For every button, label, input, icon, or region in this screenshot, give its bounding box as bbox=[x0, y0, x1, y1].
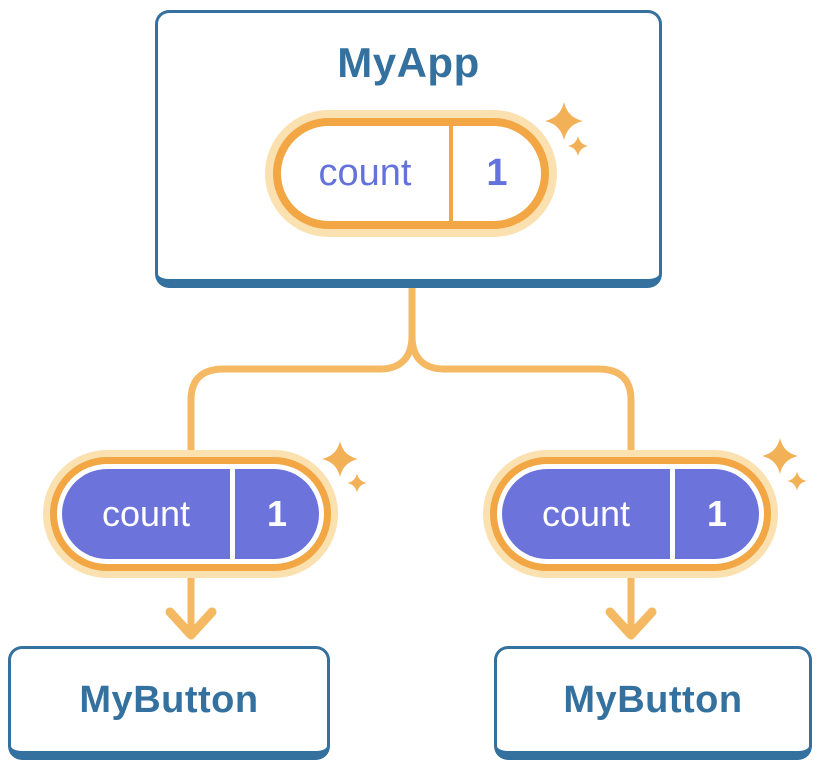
arrow-right-head bbox=[605, 607, 657, 640]
component-card-mybutton-left: MyButton bbox=[8, 646, 330, 760]
sparkle-icon bbox=[762, 438, 798, 474]
sparkle-icon bbox=[322, 441, 358, 477]
prop-pill-left: count 1 bbox=[43, 450, 338, 578]
sparkle-icon bbox=[787, 471, 807, 491]
prop-pill-inner: count 1 bbox=[497, 464, 764, 564]
prop-pill-inner: count 1 bbox=[57, 464, 324, 564]
state-pill-root: count 1 bbox=[265, 110, 557, 237]
branch-right-line bbox=[408, 282, 635, 452]
state-value: 1 bbox=[486, 152, 508, 194]
component-title: MyButton bbox=[79, 678, 259, 721]
prop-pill-ring: count 1 bbox=[490, 457, 771, 571]
state-label: count bbox=[318, 152, 412, 194]
sparkle-icon bbox=[347, 473, 367, 493]
prop-value: 1 bbox=[235, 469, 319, 559]
prop-label: count bbox=[502, 469, 670, 559]
component-title: MyButton bbox=[563, 678, 743, 721]
component-title: MyApp bbox=[337, 39, 480, 86]
prop-pill-right: count 1 bbox=[483, 450, 778, 578]
prop-label: count bbox=[62, 469, 230, 559]
branch-left-line bbox=[187, 282, 416, 452]
prop-pill-ring: count 1 bbox=[50, 457, 331, 571]
prop-pill-body: count 1 bbox=[62, 469, 319, 559]
arrow-left-head bbox=[165, 607, 217, 640]
prop-value: 1 bbox=[675, 469, 759, 559]
pill-divider bbox=[449, 126, 453, 221]
prop-pill-body: count 1 bbox=[502, 469, 759, 559]
component-card-mybutton-right: MyButton bbox=[494, 646, 812, 760]
state-pill-body: count 1 bbox=[273, 118, 549, 229]
